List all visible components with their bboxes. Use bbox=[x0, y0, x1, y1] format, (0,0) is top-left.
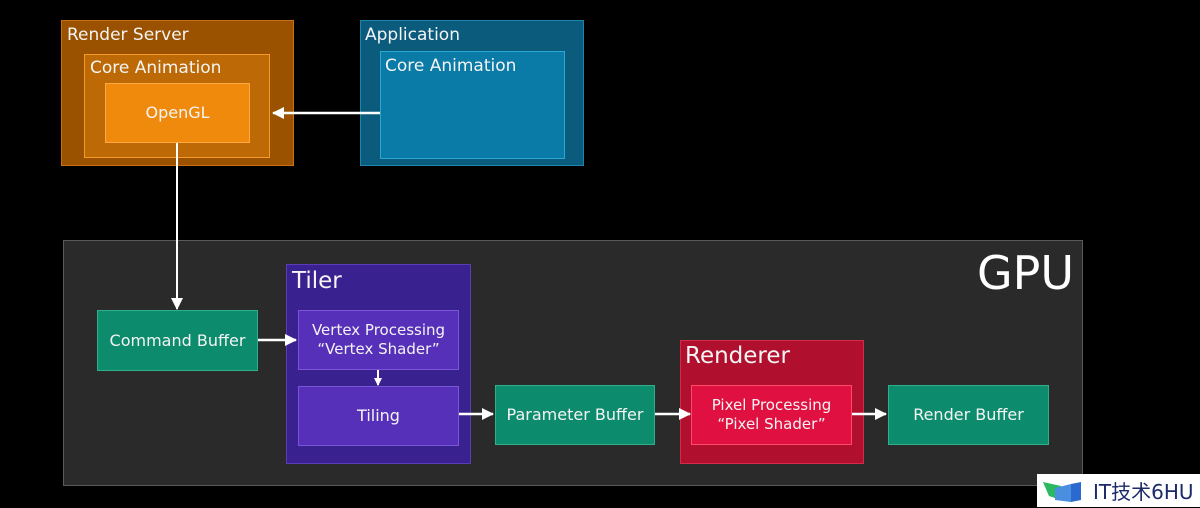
tiling-box: Tiling bbox=[298, 386, 459, 446]
watermark: IT技术6HU bbox=[1037, 474, 1200, 507]
opengl-box: OpenGL bbox=[105, 83, 250, 143]
parameter-buffer-box: Parameter Buffer bbox=[495, 385, 655, 445]
opengl-label: OpenGL bbox=[145, 103, 210, 122]
watermark-text: IT技术6HU bbox=[1093, 480, 1194, 504]
watermark-logo-icon bbox=[1041, 478, 1089, 504]
render-server-core-animation-label: Core Animation bbox=[90, 58, 222, 78]
parameter-buffer-label: Parameter Buffer bbox=[506, 405, 644, 424]
tiling-label: Tiling bbox=[357, 406, 400, 425]
render-buffer-box: Render Buffer bbox=[888, 385, 1049, 445]
application-core-animation-box bbox=[380, 51, 565, 159]
tiler-title: Tiler bbox=[292, 268, 342, 294]
renderer-title: Renderer bbox=[685, 343, 790, 369]
command-buffer-label: Command Buffer bbox=[109, 330, 246, 350]
pixel-shader-label: “Pixel Shader” bbox=[717, 415, 826, 433]
render-buffer-label: Render Buffer bbox=[913, 405, 1024, 424]
pixel-processing-label: Pixel Processing bbox=[711, 396, 832, 415]
application-title: Application bbox=[365, 25, 460, 45]
vertex-shader-label: “Vertex Shader” bbox=[317, 340, 440, 358]
command-buffer-box: Command Buffer bbox=[97, 310, 258, 371]
vertex-processing-label: Vertex Processing bbox=[311, 321, 446, 340]
render-server-title: Render Server bbox=[67, 25, 189, 45]
pixel-processing-box: Pixel Processing “Pixel Shader” bbox=[691, 385, 852, 445]
vertex-processing-box: Vertex Processing “Vertex Shader” bbox=[298, 310, 459, 370]
gpu-title: GPU bbox=[976, 246, 1074, 300]
application-core-animation-label: Core Animation bbox=[385, 56, 517, 76]
